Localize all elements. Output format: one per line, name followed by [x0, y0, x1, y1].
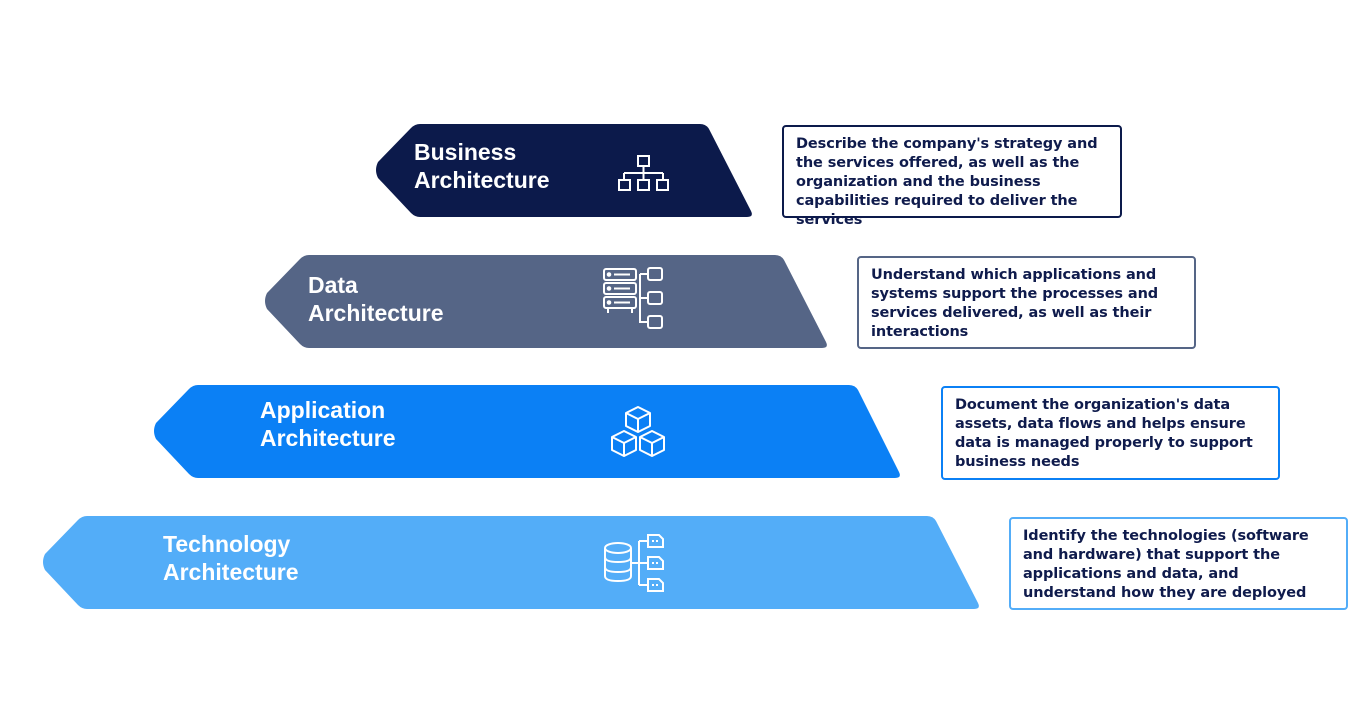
arrow-shape	[154, 385, 900, 478]
layer-application: Application Architecture	[152, 383, 902, 479]
layer-technology: Technology Architecture	[41, 514, 981, 610]
layer-business: Business Architecture	[374, 122, 754, 218]
layer-title: Application Architecture	[260, 397, 396, 451]
arrow-shape	[376, 124, 752, 217]
cubes-icon	[611, 406, 665, 457]
server-database-icon	[603, 267, 663, 329]
arrow-shape	[43, 516, 979, 609]
database-network-icon	[604, 534, 664, 592]
layer-description-data: Understand which applications and system…	[857, 256, 1196, 349]
layer-data: Data Architecture	[263, 253, 829, 349]
layer-title: Technology Architecture	[163, 531, 299, 585]
arrow-shape	[265, 255, 827, 348]
layer-title: Data Architecture	[308, 272, 444, 326]
org-chart-icon	[618, 155, 669, 191]
layer-title: Business Architecture	[414, 139, 550, 193]
layer-description-technology: Identify the technologies (software and …	[1009, 517, 1348, 610]
layer-description-application: Document the organization's data assets,…	[941, 386, 1280, 480]
layer-description-business: Describe the company's strategy and the …	[782, 125, 1122, 228]
